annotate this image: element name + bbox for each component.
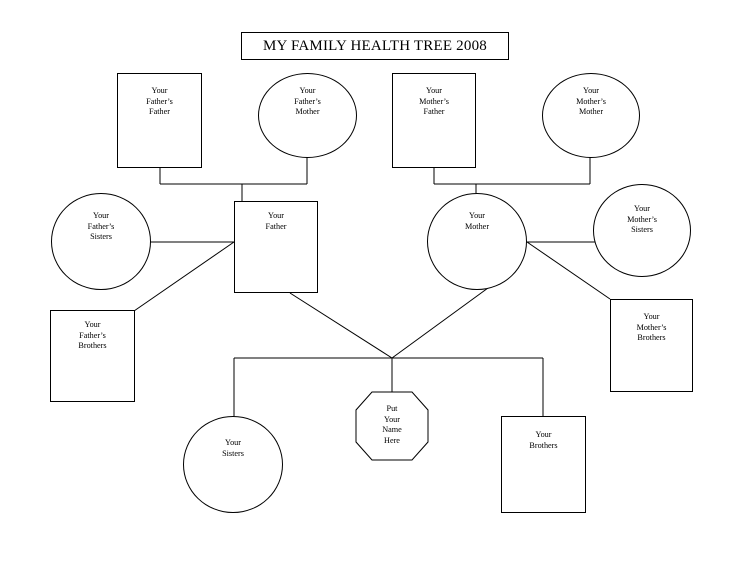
fathers-father-label: Your Father’s Father xyxy=(146,86,173,116)
fathers-sisters-label: Your Father’s Sisters xyxy=(87,211,115,241)
connector-mother-children xyxy=(391,287,489,359)
fathers-sisters-circle xyxy=(51,193,151,290)
sisters-circle xyxy=(183,416,283,513)
father-label: Your Father xyxy=(265,211,287,231)
connector-fathers-brothers xyxy=(133,241,235,312)
fathers-brothers-box xyxy=(50,310,135,402)
mothers-mother-label: Your Mother’s Mother xyxy=(576,86,606,116)
mothers-brothers-label: Your Mother’s Brothers xyxy=(636,312,667,342)
mothers-sisters-circle xyxy=(593,184,691,277)
you-octagon xyxy=(355,391,429,461)
brothers-label: Your Brothers xyxy=(529,430,558,450)
mothers-sisters-label: Your Mother’s Sisters xyxy=(627,204,657,234)
mothers-father-label: Your Mother’s Father xyxy=(419,86,449,116)
connector-father-children xyxy=(289,292,393,359)
fathers-father-box xyxy=(117,73,202,168)
father-box xyxy=(234,201,318,293)
sisters-label: Your Sisters xyxy=(222,438,244,458)
fathers-mother-circle xyxy=(258,73,357,158)
fathers-mother-label: Your Father’s Mother xyxy=(294,86,321,116)
you-label: Put Your Name Here xyxy=(382,404,402,445)
mothers-father-box xyxy=(392,73,476,168)
fathers-brothers-label: Your Father’s Brothers xyxy=(78,320,107,350)
connector-mothers-brothers xyxy=(526,241,611,300)
mothers-brothers-box xyxy=(610,299,693,392)
mother-circle xyxy=(427,193,527,290)
page-title: MY FAMILY HEALTH TREE 2008 xyxy=(241,32,509,60)
brothers-box xyxy=(501,416,586,513)
mothers-mother-circle xyxy=(542,73,640,158)
mother-label: Your Mother xyxy=(464,211,490,231)
